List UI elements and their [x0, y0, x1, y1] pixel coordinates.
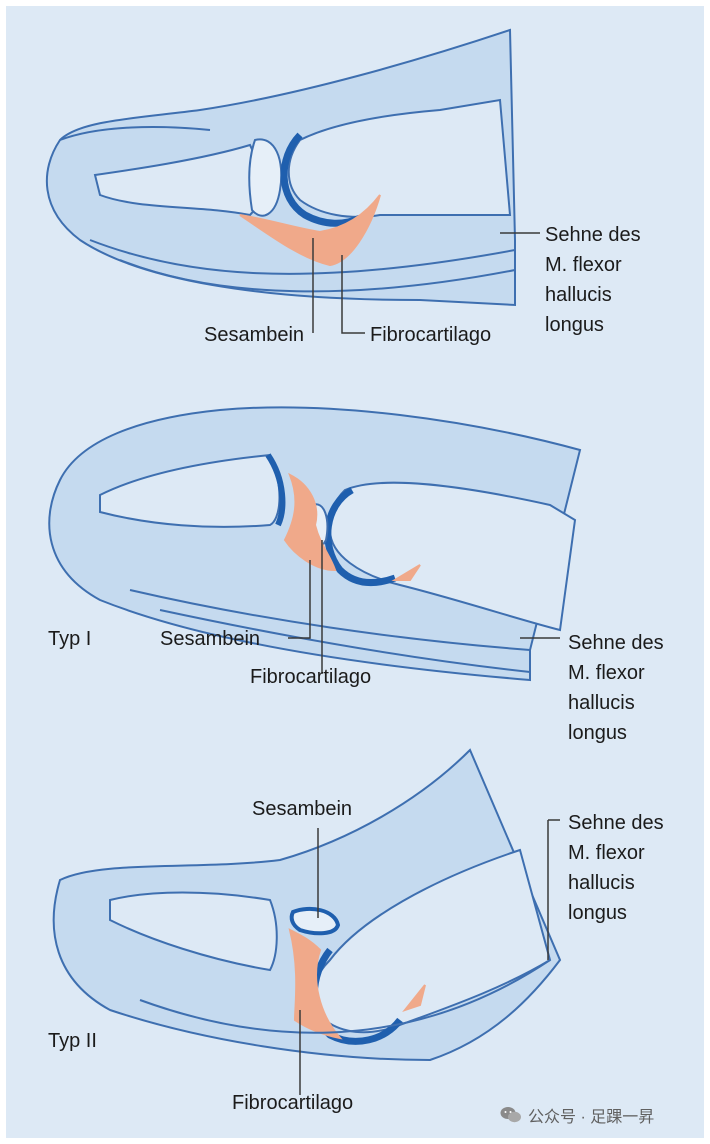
leader-sesambein-2 [288, 560, 311, 639]
nail-region [59, 126, 211, 141]
leader-fibro-1 [341, 255, 365, 334]
leader-lines [288, 232, 560, 1095]
label-fibrocartilago-typ2: Fibrocartilago [232, 1092, 354, 1114]
sesamoid-bone [248, 138, 283, 217]
articular-cartilage [324, 486, 397, 586]
flexor-tendon [139, 959, 551, 1034]
label-tendon-normal: Sehne des M. flexor hallucis longus [545, 220, 641, 340]
label-sesambein-normal: Sesambein [204, 324, 305, 346]
flexor-tendon [89, 239, 516, 275]
label-type-1: Typ I [48, 628, 92, 650]
tendon-line-4: longus [545, 314, 604, 336]
label-fibrocartilago-typ1: Fibrocartilago [250, 666, 372, 688]
tendon-line-1: Sehne des [568, 632, 664, 654]
fibrocartilage-distal [391, 564, 421, 581]
label-sesambein-typ1: Sesambein [160, 628, 261, 650]
label-tendon-typ1: Sehne des M. flexor hallucis longus [568, 628, 664, 748]
watermark: 公众号 · 足踝一昇 [500, 1102, 654, 1128]
proximal-phalanx [109, 891, 278, 972]
flexor-tendon-lower [119, 259, 516, 293]
wechat-icon [500, 1107, 521, 1123]
tendon-line-1: Sehne des [545, 224, 641, 246]
articular-cartilage [280, 132, 362, 227]
label-fibrocartilago-normal: Fibrocartilago [370, 324, 492, 346]
fibrocartilage-distal [402, 984, 426, 1013]
metatarsal-head [287, 98, 512, 218]
sesamoid-bone [289, 906, 341, 936]
tendon-line-4: longus [568, 722, 627, 744]
panel-normal-drawing [45, 28, 516, 307]
panel-typ1-drawing [48, 406, 582, 682]
watermark-text: 公众号 · 足踝一昇 [528, 1109, 655, 1126]
label-sesambein-typ2: Sesambein [252, 798, 353, 820]
tendon-line-2: M. flexor [568, 662, 645, 684]
tendon-line-2: M. flexor [568, 842, 645, 864]
phalanx-cartilage [265, 453, 286, 527]
label-type-2: Typ II [48, 1030, 97, 1052]
fibrocartilage [288, 928, 343, 1040]
label-tendon-typ2: Sehne des M. flexor hallucis longus [568, 808, 664, 928]
leader-tendon-3 [547, 819, 560, 960]
flexor-tendon [129, 589, 531, 651]
proximal-phalanx [99, 453, 281, 528]
panel-typ2-drawing [52, 748, 562, 1062]
flexor-tendon-lower [159, 609, 531, 673]
tendon-line-4: longus [568, 902, 627, 924]
tendon-line-3: hallucis [568, 692, 635, 714]
tendon-line-3: hallucis [568, 872, 635, 894]
tendon-line-1: Sehne des [568, 812, 664, 834]
tendon-line-2: M. flexor [545, 254, 622, 276]
tendon-line-3: hallucis [545, 284, 612, 306]
fibrocartilage [239, 194, 381, 267]
